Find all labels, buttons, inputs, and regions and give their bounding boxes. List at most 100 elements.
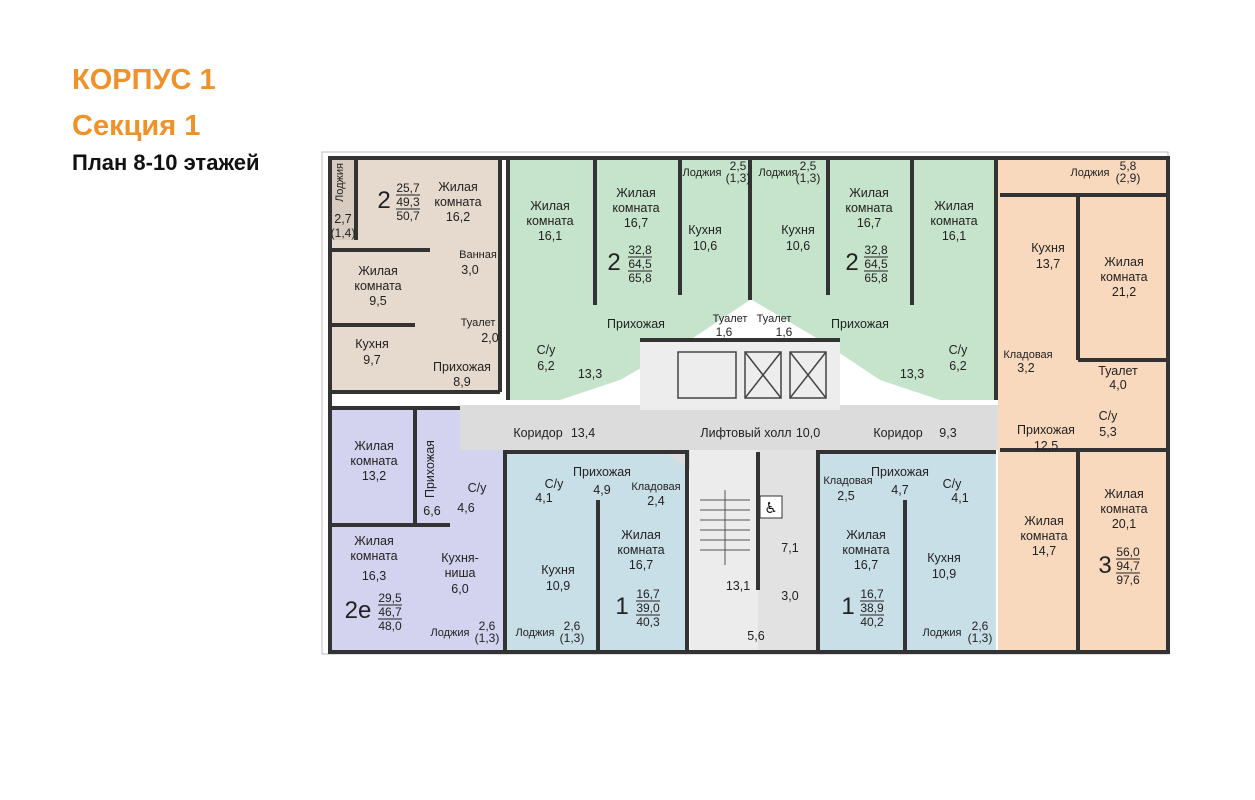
gl-lr2-label: Жилая — [616, 186, 656, 200]
b1-lr-label: Жилая — [621, 528, 661, 542]
gr-su-label: С/у — [949, 343, 969, 357]
bl-total-no-loggia: 46,7 — [378, 605, 402, 619]
gr-loggia-area-r: (1,3) — [796, 171, 821, 185]
corridor-right-label: Коридор — [873, 426, 922, 440]
gl-su-label: С/у — [537, 343, 557, 357]
b1-loggia-area-r: (1,3) — [560, 631, 585, 645]
gl-hall-area: 13,3 — [578, 367, 602, 381]
r-toilet-label: Туалет — [1098, 364, 1138, 378]
bl-lr1-label: Жилая — [354, 439, 394, 453]
tl-bath-label: Ванная — [459, 249, 497, 261]
corridor-left-area: 13,4 — [571, 426, 595, 440]
apartment-2-top-left — [330, 160, 500, 392]
gl-lr2-label2: комната — [612, 201, 659, 215]
r-su-area: 5,3 — [1099, 425, 1116, 439]
gl-living: 32,8 — [628, 243, 652, 257]
tl-loggia-label: Лоджия — [334, 163, 346, 202]
gl-lr1-label2: комната — [526, 214, 573, 228]
gr-loggia-label: Лоджия — [759, 167, 798, 179]
bl-lr1-area: 13,2 — [362, 469, 386, 483]
r-loggia-label: Лоджия — [1071, 167, 1110, 179]
walls — [328, 156, 1170, 654]
tl-lr1-label2: комната — [434, 195, 481, 209]
gl-loggia-label: Лоджия — [683, 167, 722, 179]
r-su-label: С/у — [1099, 409, 1119, 423]
r-kitchen-label: Кухня — [1031, 241, 1064, 255]
b1-lr-label2: комната — [617, 543, 664, 557]
gr-hall-label: Прихожая — [831, 317, 889, 331]
b1-loggia-area: 2,6 — [564, 619, 581, 633]
r-lr2-label2: комната — [1020, 529, 1067, 543]
bl-hall-label: Прихожая — [423, 440, 437, 498]
b1-kitchen-area: 10,9 — [546, 579, 570, 593]
b2-hall-label: Прихожая — [871, 465, 929, 479]
b2-storage-label: Кладовая — [823, 475, 872, 487]
elevator-shafts — [677, 351, 827, 399]
gr-loggia-area: 2,5 — [800, 159, 817, 173]
section-title: Секция 1 — [72, 110, 201, 142]
b2-kitchen-label: Кухня — [927, 551, 960, 565]
b1-lr-area: 16,7 — [629, 558, 653, 572]
b1-living: 16,7 — [636, 587, 660, 601]
b2-living: 16,7 — [860, 587, 884, 601]
b1-kitchen-label: Кухня — [541, 563, 574, 577]
b1-total: 40,3 — [636, 615, 660, 629]
tl-loggia-area-r: (1,4) — [331, 226, 356, 240]
bl-niche-label2: ниша — [445, 566, 476, 580]
b1-hall-area: 4,9 — [593, 483, 610, 497]
b2-lr-area: 16,7 — [854, 558, 878, 572]
b2-total-no-loggia: 38,9 — [860, 601, 884, 615]
b2-total: 40,2 — [860, 615, 884, 629]
tl-kitchen-area: 9,7 — [363, 353, 380, 367]
common-area-30: 3,0 — [781, 589, 798, 603]
gr-su-area: 6,2 — [949, 359, 966, 373]
gr-lr2-label: Жилая — [849, 186, 889, 200]
gr-toilet-label: Туалет — [757, 313, 792, 325]
svg-text:♿: ♿ — [764, 499, 777, 517]
gl-loggia-area-r: (1,3) — [726, 171, 751, 185]
r-lr3-label2: комната — [1100, 502, 1147, 516]
b2-hall-area: 4,7 — [891, 483, 908, 497]
bl-su-area: 4,6 — [457, 501, 474, 515]
apartment-3-right — [998, 160, 1168, 650]
building-title: КОРПУС 1 — [72, 64, 216, 96]
tl-toilet-area: 2,0 — [481, 331, 498, 345]
lift-hall-area: 10,0 — [796, 426, 820, 440]
tl-hall-area: 8,9 — [453, 375, 470, 389]
bl-rooms: 2е — [345, 597, 372, 624]
common-area-71: 7,1 — [781, 541, 798, 555]
stair-area: 13,1 — [726, 579, 750, 593]
r-loggia-area-r: (2,9) — [1116, 171, 1141, 185]
floor-plan-title: План 8-10 этажей — [72, 150, 260, 175]
gl-loggia-area: 2,5 — [730, 159, 747, 173]
gr-living: 32,8 — [864, 243, 888, 257]
gr-lr1-area: 16,1 — [942, 229, 966, 243]
r-lr2-label: Жилая — [1024, 514, 1064, 528]
bl-loggia-area: 2,6 — [479, 619, 496, 633]
r-lr3-label: Жилая — [1104, 487, 1144, 501]
b2-lr-label2: комната — [842, 543, 889, 557]
r-lr1-label2: комната — [1100, 270, 1147, 284]
b2-loggia-area-r: (1,3) — [968, 631, 993, 645]
r-lr1-area: 21,2 — [1112, 285, 1136, 299]
gl-su-area: 6,2 — [537, 359, 554, 373]
b2-storage-area: 2,5 — [837, 489, 854, 503]
b1-su-area: 4,1 — [535, 491, 552, 505]
b2-su-label: С/у — [943, 477, 963, 491]
gl-rooms: 2 — [607, 249, 620, 276]
b1-hall-label: Прихожая — [573, 465, 631, 479]
bl-su-label: С/у — [468, 481, 488, 495]
tl-lr2-label2: комната — [354, 279, 401, 293]
gr-total-no-loggia: 64,5 — [864, 257, 888, 271]
tl-toilet-label: Туалет — [461, 317, 496, 329]
corridor-left-label: Коридор — [513, 426, 562, 440]
r-kitchen-area: 13,7 — [1036, 257, 1060, 271]
apartment-2-green-right — [752, 160, 996, 400]
gl-toilet-label: Туалет — [713, 313, 748, 325]
r-hall-area: 12,5 — [1034, 439, 1058, 453]
b2-kitchen-area: 10,9 — [932, 567, 956, 581]
common-areas — [460, 340, 998, 650]
r-hall-label: Прихожая — [1017, 423, 1075, 437]
bl-loggia-area-r: (1,3) — [475, 631, 500, 645]
